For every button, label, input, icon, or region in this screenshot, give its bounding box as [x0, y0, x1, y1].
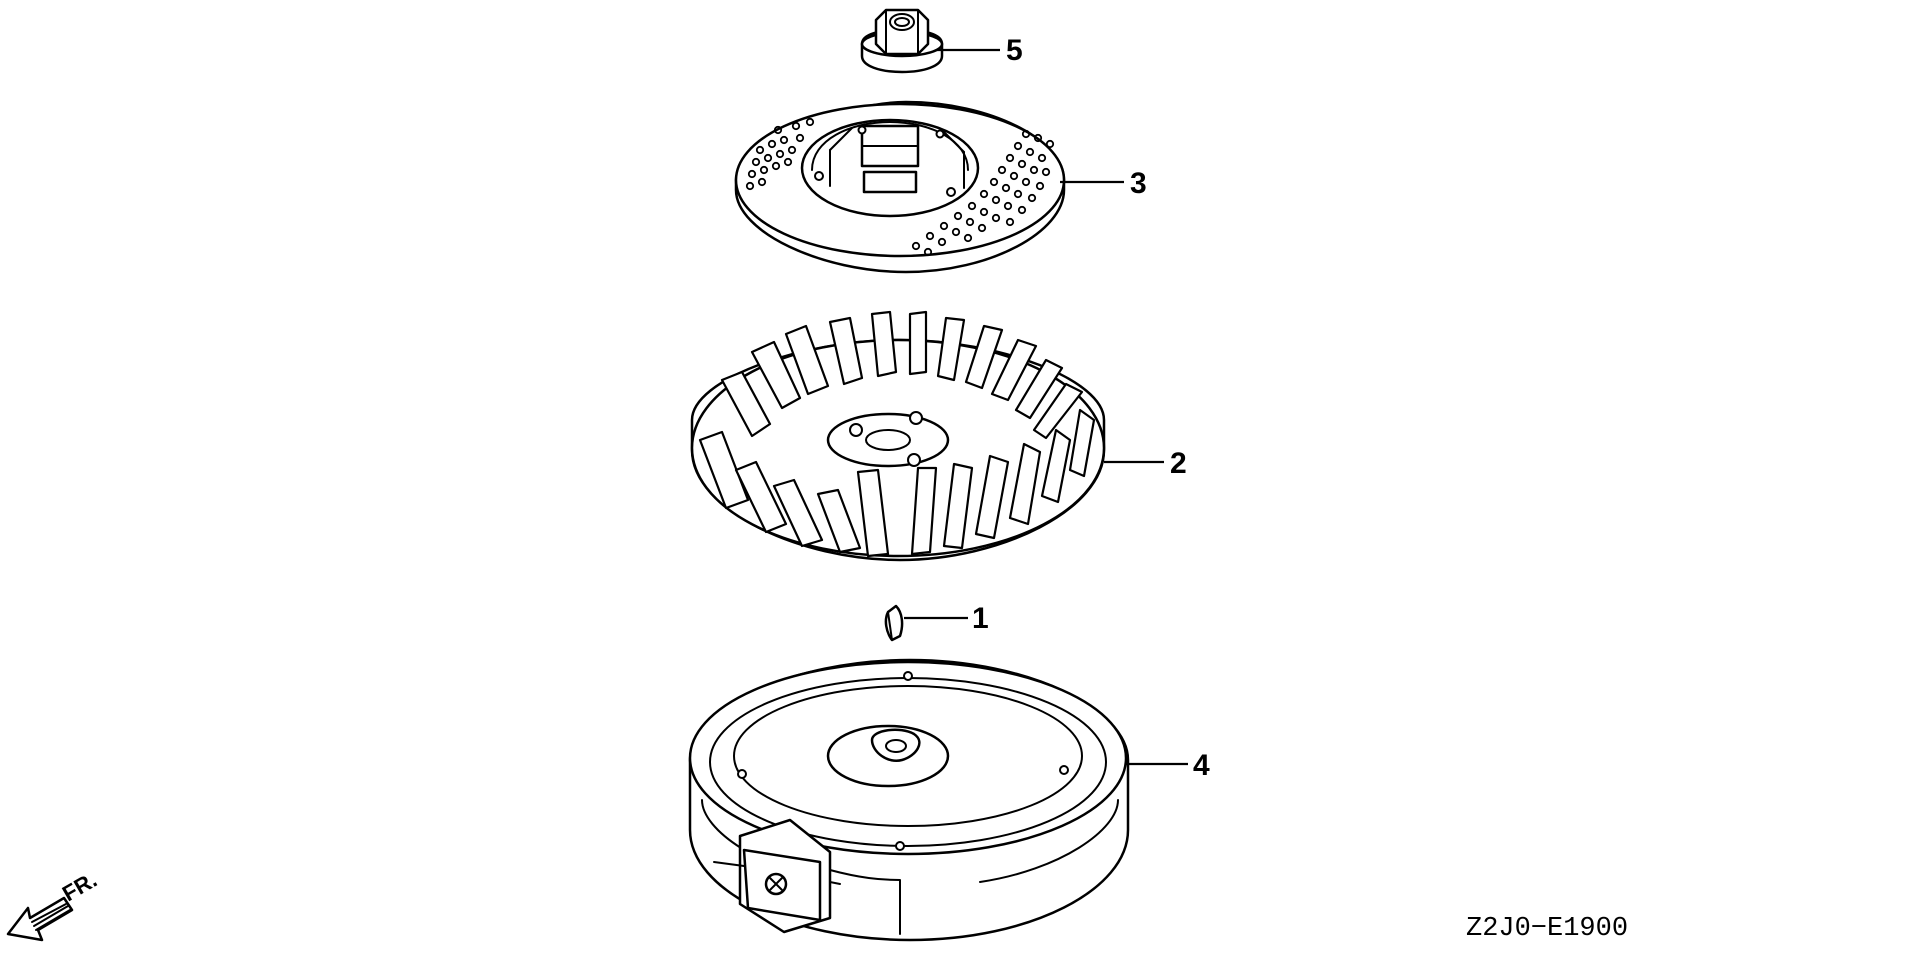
- flywheel-drawing: [688, 658, 1130, 942]
- callout-3: 3: [1130, 167, 1147, 200]
- front-direction-arrow-icon: [6, 896, 74, 942]
- cooling-plate-drawing: [734, 100, 1066, 274]
- drawing-code: Z2J0−E1900: [1466, 914, 1628, 944]
- flange-nut-drawing: [860, 8, 944, 74]
- callout-2: 2: [1170, 447, 1187, 480]
- callout-1: 1: [972, 602, 989, 635]
- cooling-fan-drawing: [690, 310, 1106, 562]
- callout-5: 5: [1006, 34, 1023, 67]
- woodruff-key-drawing: [884, 604, 904, 642]
- callout-4: 4: [1193, 749, 1210, 782]
